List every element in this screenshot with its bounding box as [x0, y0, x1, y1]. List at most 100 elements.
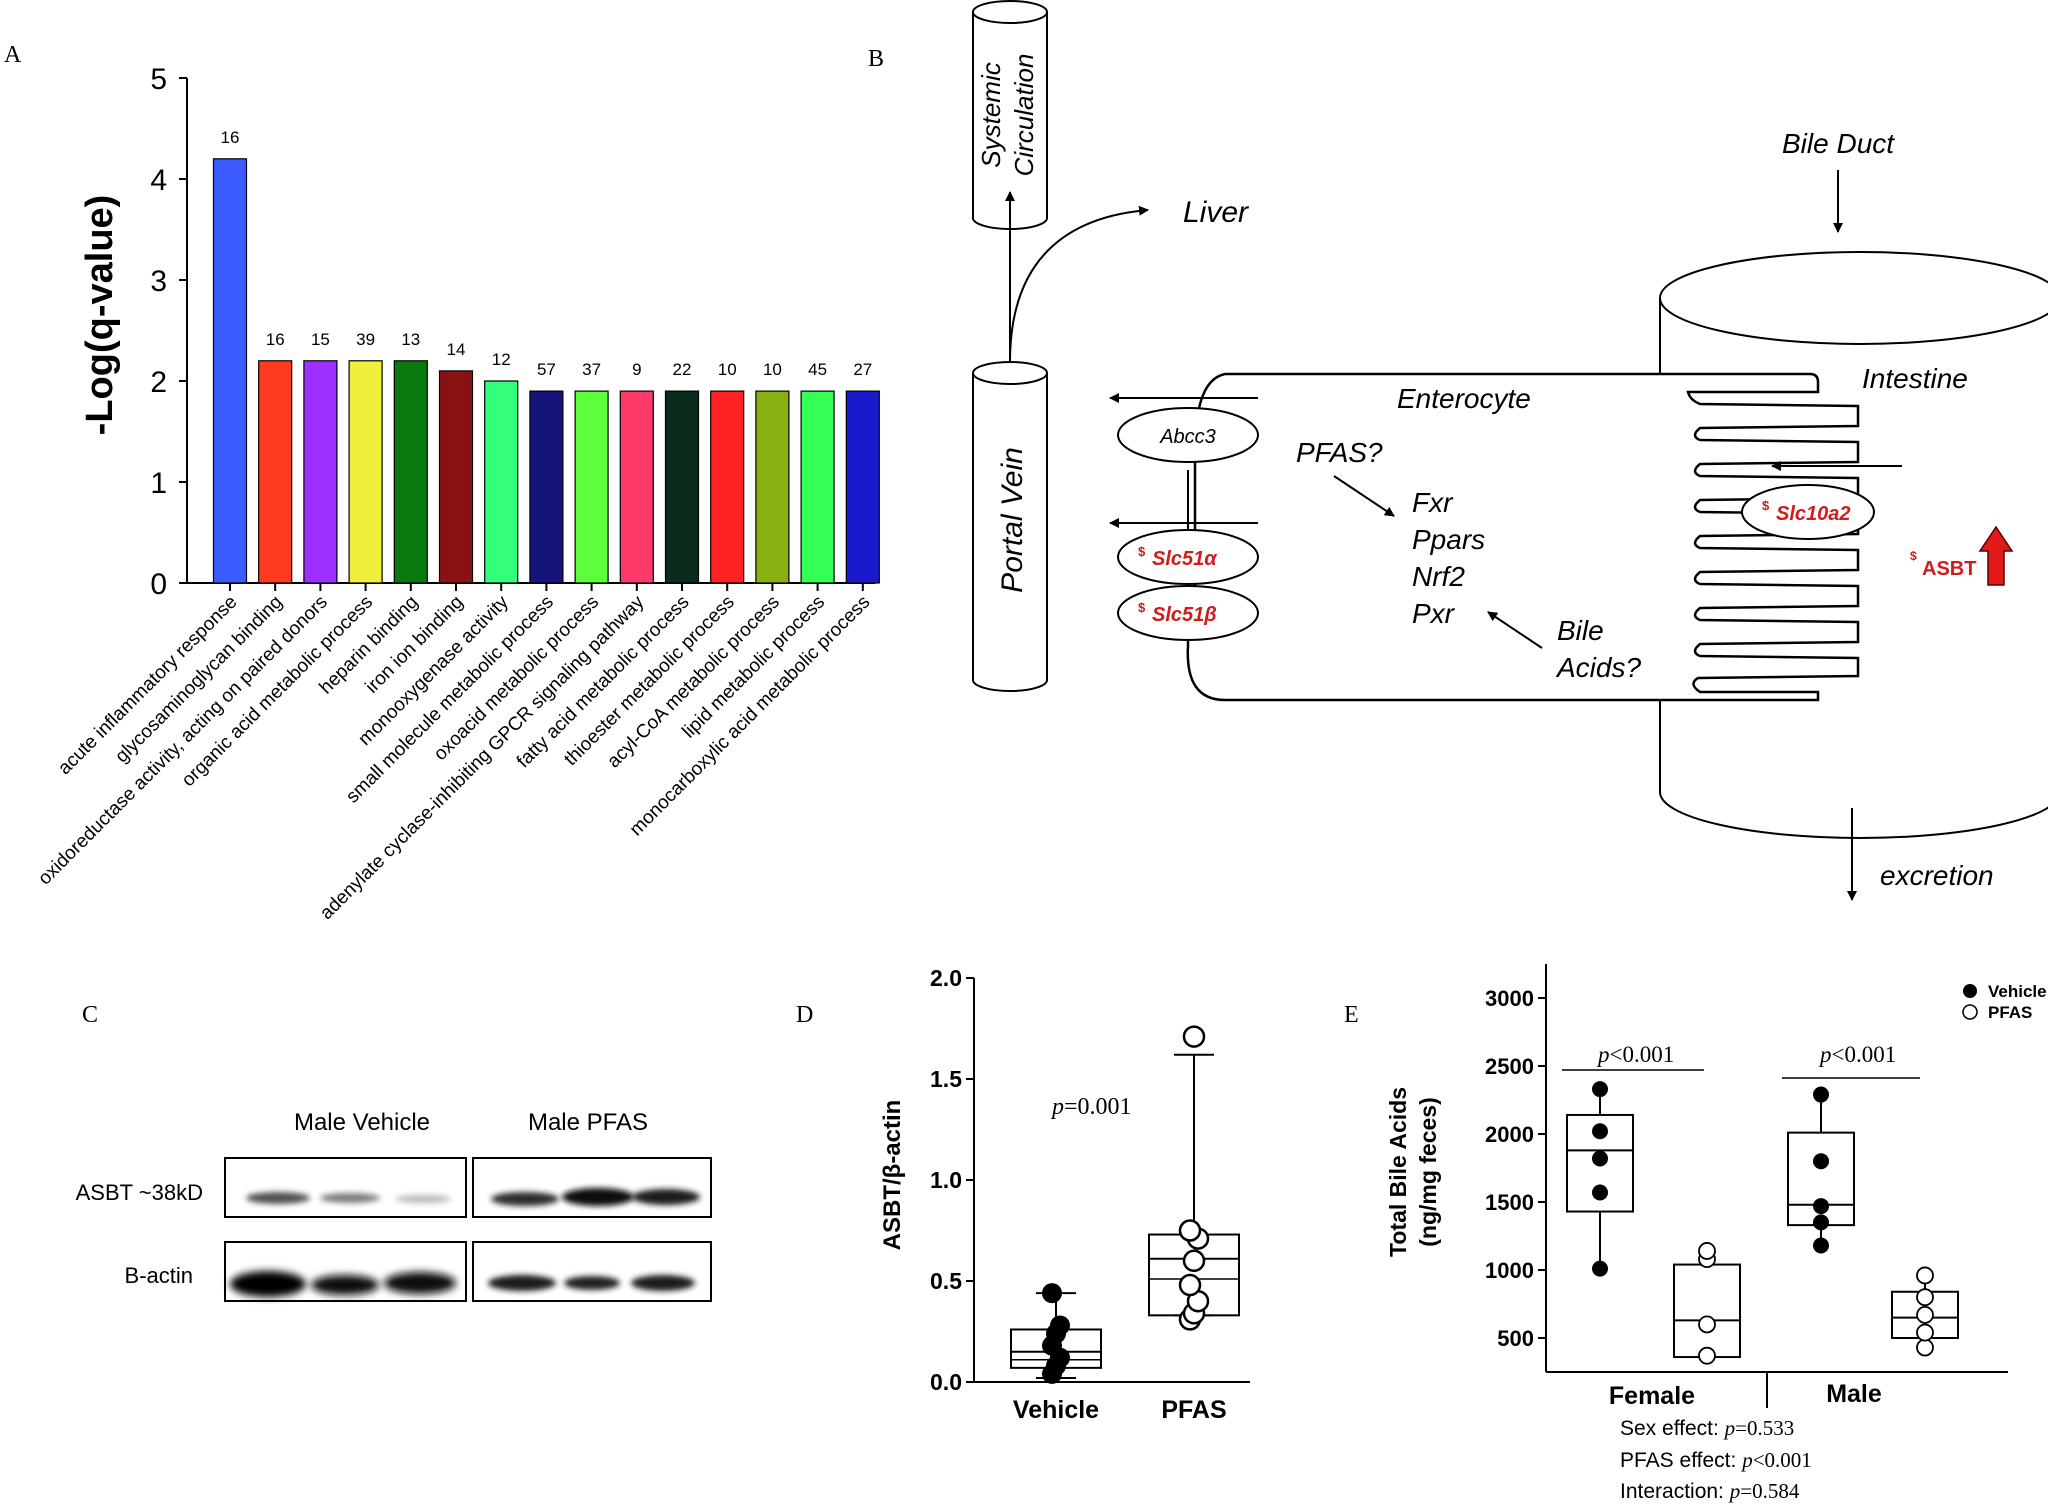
row-asbt-label: ASBT ~38kD — [76, 1180, 203, 1205]
y-tick-label: 1.0 — [930, 1167, 962, 1193]
data-point — [1813, 1153, 1829, 1170]
data-point — [1813, 1214, 1829, 1231]
y-tick-label: 1500 — [1485, 1190, 1534, 1215]
d-boxplots — [1010, 1025, 1240, 1384]
portal-vein-label: Portal Vein — [996, 447, 1029, 593]
enterocyte-label: Enterocyte — [1397, 383, 1531, 414]
y-tick-label: 500 — [1497, 1326, 1534, 1351]
d-xlabel-vehicle: Vehicle — [1013, 1396, 1099, 1420]
bar — [619, 390, 654, 584]
bar-count-label: 14 — [447, 340, 466, 359]
bar-count-label: 15 — [311, 330, 330, 349]
group-male-pfas: Male PFAS — [528, 1109, 648, 1136]
y-tick-label: 1000 — [1485, 1258, 1534, 1283]
data-point — [1178, 1219, 1202, 1242]
slc51a-transporter: $ Slc51α — [1117, 529, 1259, 585]
bar-count-label: 27 — [853, 360, 872, 379]
y-tick-label: 0.5 — [930, 1268, 962, 1294]
liver-label: Liver — [1183, 196, 1249, 229]
y-tick-label: 2500 — [1485, 1054, 1534, 1079]
data-point — [1592, 1081, 1608, 1098]
slc51a-label: Slc51α — [1152, 548, 1218, 570]
data-point — [1698, 1346, 1716, 1365]
pfas-arrow — [1333, 475, 1395, 517]
e-xlabel-female: Female — [1609, 1382, 1695, 1410]
e-legend: Vehicle PFAS — [1962, 982, 2047, 1022]
data-point — [1813, 1198, 1829, 1215]
legend-pfas-marker — [1962, 1004, 1978, 1020]
gene-fxr: Fxr — [1412, 487, 1454, 518]
data-point — [1916, 1305, 1934, 1324]
data-point — [1592, 1123, 1608, 1140]
panel-d: D ASBT/β-actin 0.00.51.01.52.0 p=0.001 V… — [796, 965, 1250, 1420]
data-point — [1042, 1283, 1062, 1304]
bar — [710, 390, 745, 584]
d-y-axis-label: ASBT/β-actin — [879, 1100, 906, 1251]
data-point — [1813, 1237, 1829, 1254]
data-point — [1916, 1323, 1934, 1342]
bar — [529, 390, 564, 584]
panel-e-letter: E — [1344, 1002, 1359, 1028]
data-point — [1916, 1338, 1934, 1357]
data-point — [1916, 1288, 1934, 1307]
bar — [755, 390, 790, 584]
d-y-ticks: 0.00.51.01.52.0 — [930, 965, 974, 1395]
blot-bactin-vehicle — [224, 1241, 467, 1302]
blot-asbt-pfas — [472, 1157, 712, 1218]
y-tick-label: 1.5 — [930, 1066, 962, 1092]
bar-count-label: 39 — [356, 330, 375, 349]
bar-count-label: 13 — [401, 330, 420, 349]
bar — [258, 360, 293, 584]
e-stat-sex: Sex effect: p=0.533 — [1620, 1416, 1794, 1440]
systemic-label: Systemic — [976, 62, 1006, 167]
slc51a-dollar: $ — [1138, 544, 1146, 559]
panel-c-letter: C — [82, 1002, 98, 1028]
bar-count-label: 22 — [673, 360, 692, 379]
data-point — [1050, 1315, 1070, 1336]
pfas-question-label: PFAS? — [1296, 437, 1383, 468]
bar — [212, 158, 248, 584]
bar — [303, 360, 338, 584]
box — [1673, 1263, 1741, 1359]
e-xlabel-male: Male — [1826, 1380, 1882, 1408]
panel-c: C Male Vehicle Male PFAS ASBT ~38kD B-ac… — [76, 1002, 712, 1302]
e-stat-pfas: PFAS effect: p<0.001 — [1620, 1448, 1812, 1472]
data-point — [1178, 1273, 1202, 1297]
bar-count-label: 12 — [492, 350, 511, 369]
abcc3-transporter: Abcc3 — [1117, 407, 1259, 463]
bar-count-label: 45 — [808, 360, 827, 379]
excretion-label: excretion — [1880, 860, 1994, 891]
bar — [348, 360, 383, 584]
to-liver-arrow — [1009, 205, 1149, 363]
intestine-label: Intestine — [1862, 363, 1968, 394]
legend-vehicle-label: Vehicle — [1988, 982, 2047, 1001]
e-boxplots — [1566, 1081, 1959, 1365]
panel-b: B Systemic Circulation Portal Vein Liver… — [868, 0, 2048, 901]
portal-vein-cylinder: Portal Vein — [972, 361, 1048, 692]
acids-label: Acids? — [1555, 652, 1641, 683]
data-point — [1592, 1150, 1608, 1167]
asbt-label: ASBT — [1922, 558, 1976, 580]
y-tick-label: 5 — [150, 63, 167, 96]
blot-asbt-vehicle — [224, 1157, 467, 1218]
circulation-label: Circulation — [1009, 54, 1039, 177]
d-xlabel-pfas: PFAS — [1161, 1396, 1226, 1420]
panel-e: E Total Bile Acids (ng/mg feces) 5001000… — [1344, 964, 2047, 1503]
y-tick-label: 4 — [150, 164, 167, 197]
panel-b-letter: B — [868, 46, 884, 72]
enterocyte-cell — [1186, 372, 1860, 702]
group-male-vehicle: Male Vehicle — [294, 1109, 430, 1136]
legend-vehicle-marker — [1963, 984, 1977, 998]
data-point — [1813, 1086, 1829, 1103]
bar-count-label: 10 — [718, 360, 737, 379]
e-stat-interaction: Interaction: p=0.584 — [1620, 1479, 1800, 1503]
bar — [800, 390, 835, 584]
bile-acids-arrow — [1487, 611, 1543, 649]
e-y-axis-label-line1: Total Bile Acids — [1385, 1087, 1411, 1257]
y-tick-label: 3000 — [1485, 986, 1534, 1011]
